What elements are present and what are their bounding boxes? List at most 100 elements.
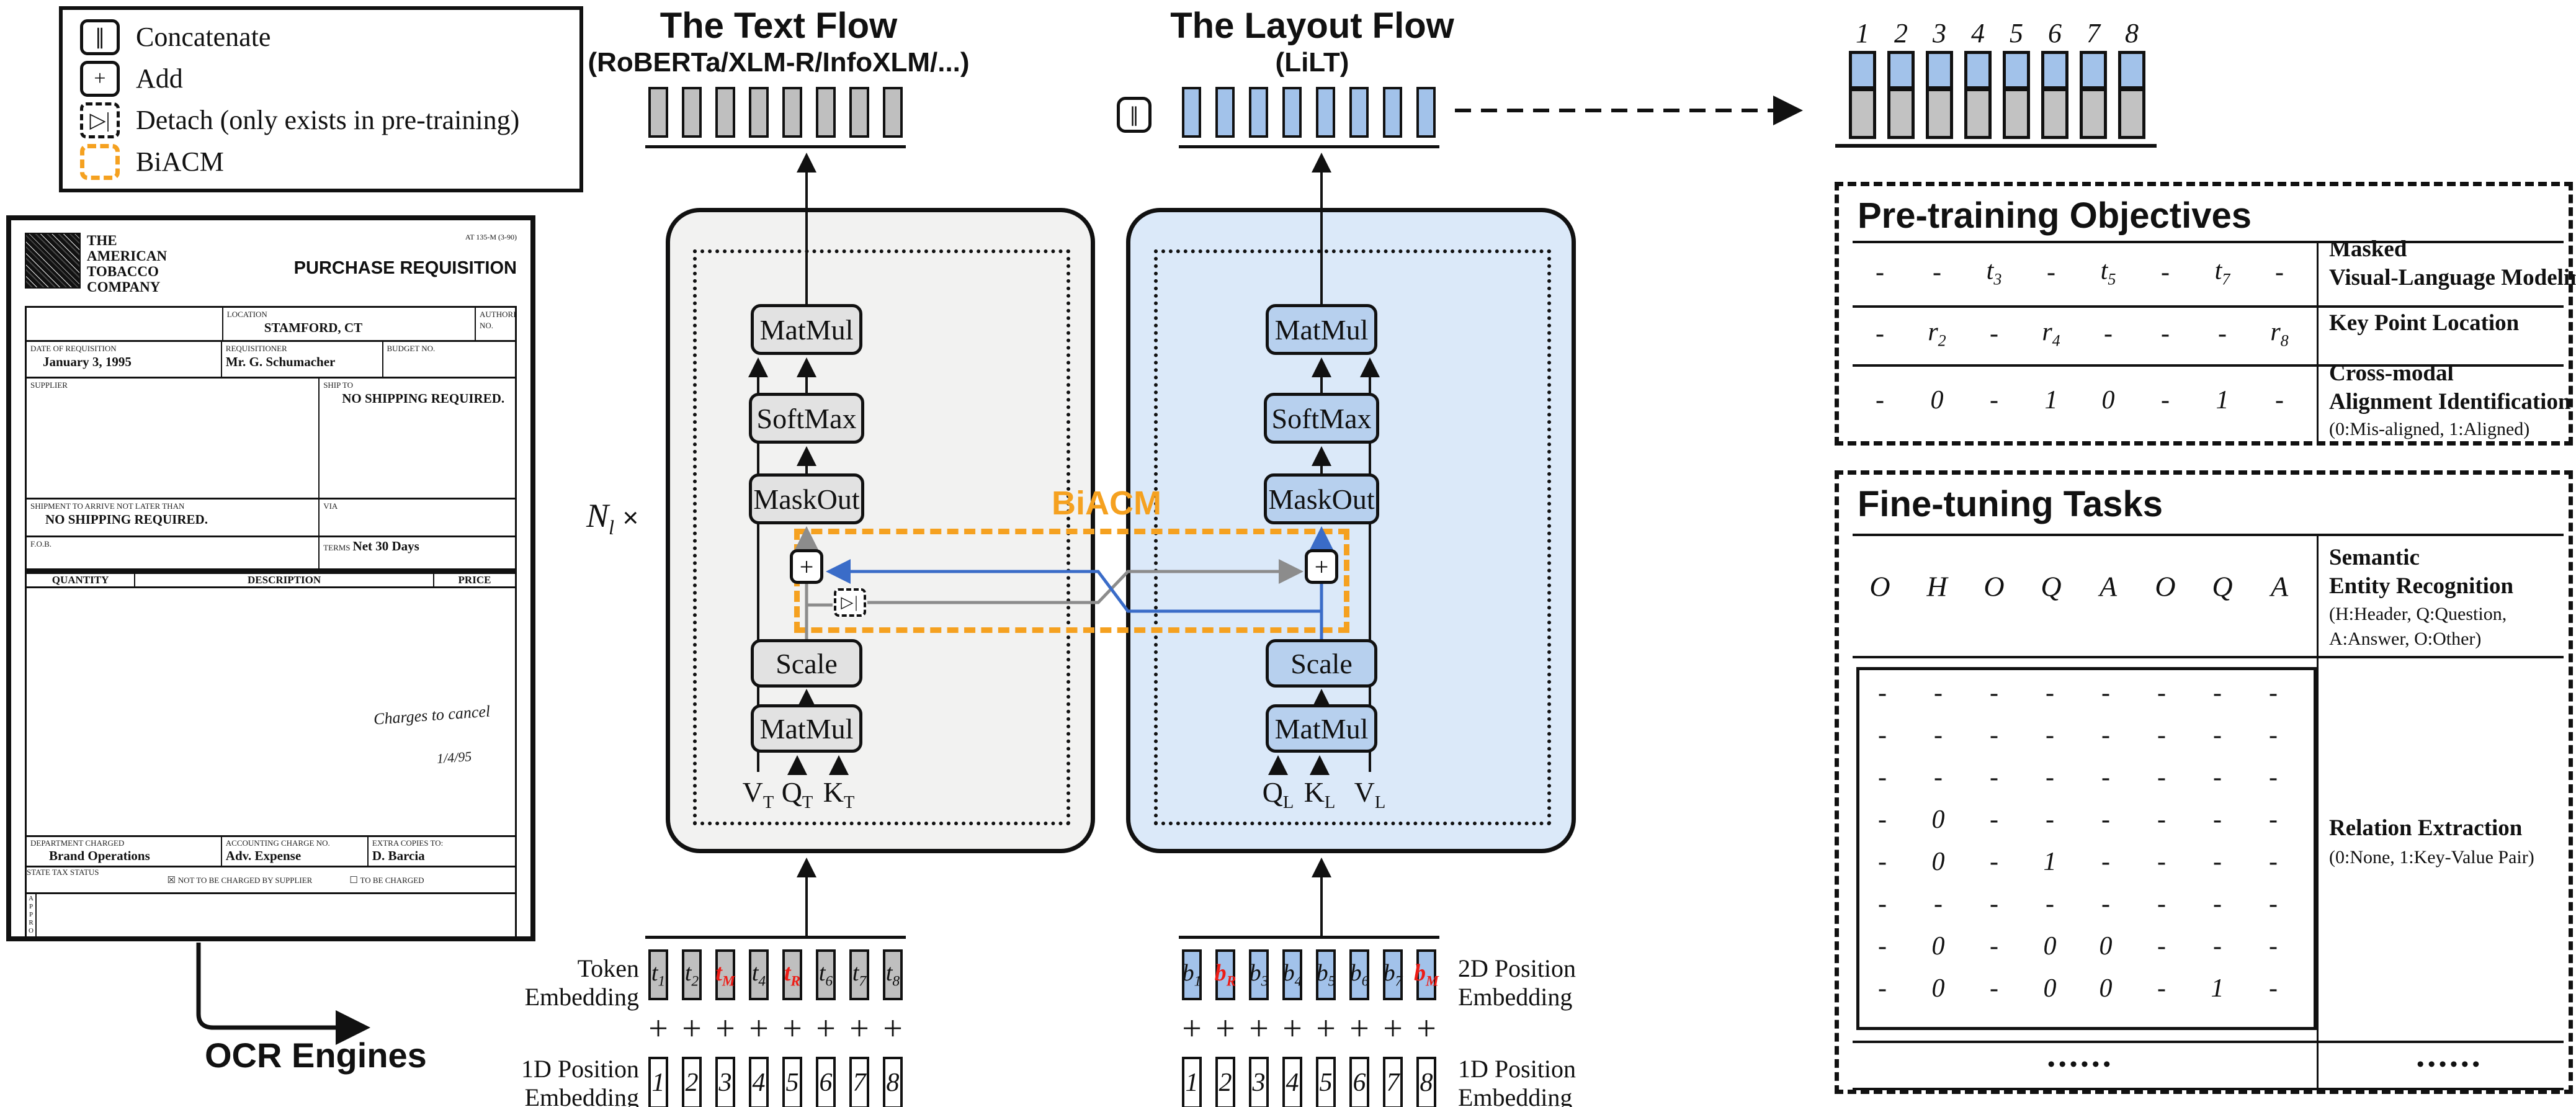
relation-matrix-cell: - <box>2213 890 2222 918</box>
relation-matrix-cell: - <box>2101 890 2110 918</box>
ser-cell: O <box>1869 570 1890 603</box>
output-token-text-part <box>2041 88 2068 139</box>
relation-matrix-cell: - <box>1990 932 1998 961</box>
pretraining-cell: - <box>1876 320 1884 348</box>
relation-matrix-cell: - <box>2269 805 2278 834</box>
relation-matrix-cell: - <box>1878 932 1887 961</box>
supplier-label: SUPPLIER <box>30 380 68 390</box>
layout-attention-dotted-box <box>1154 249 1551 825</box>
layout-embedding-plus: + <box>1215 1010 1235 1048</box>
output-token-number: 6 <box>2048 18 2062 48</box>
text-position-embedding-box: 3 <box>715 1057 735 1107</box>
layout-position-embedding-box: 4 <box>1282 1057 1302 1107</box>
relation-matrix-cell: 0 <box>2099 974 2113 1003</box>
text-embedding-plus: + <box>883 1010 903 1048</box>
output-token-column: 7 <box>2080 18 2107 139</box>
pretraining-panel: Pre-training Objectives --t3-t5-t7-Maske… <box>1835 182 2576 446</box>
pretraining-cell: - <box>2047 258 2055 287</box>
output-token-number: 7 <box>2086 18 2100 48</box>
layout-hidden-state-box <box>1215 87 1235 138</box>
layout-hidden-state-box <box>1249 87 1268 138</box>
pretraining-cell: - <box>2161 386 2170 415</box>
layout-hidden-state-box <box>1182 87 1201 138</box>
text-softmax-block: SoftMax <box>749 393 864 444</box>
arrive-value: NO SHIPPING REQUIRED. <box>45 512 208 527</box>
layout-token-underline <box>1179 145 1439 148</box>
text-k-input-label: KT <box>823 776 855 813</box>
tax-checkbox-unchecked: ☐ <box>349 875 358 885</box>
tax-checkbox-checked: ☒ <box>167 875 176 885</box>
approvals-rows <box>37 894 515 936</box>
relation-matrix-cell: 0 <box>1931 974 1945 1003</box>
relation-matrix-cell: - <box>2269 763 2278 792</box>
layout-token-embedding-box: b1 <box>1182 949 1202 1000</box>
relation-matrix-cell: - <box>2157 932 2166 961</box>
text-position-embedding-box: 5 <box>782 1057 802 1107</box>
department-label: DEPARTMENT CHARGED <box>30 838 125 848</box>
layout-position-embedding-box: 6 <box>1349 1057 1369 1107</box>
layout-k-input-label: KL <box>1304 776 1336 813</box>
pretraining-objective-label: Key Point Location <box>2329 310 2520 336</box>
layout-embedding-plus: + <box>1316 1010 1336 1048</box>
requisitioner-value: Mr. G. Schumacher <box>225 354 336 369</box>
text-position-embedding-box: 4 <box>749 1057 769 1107</box>
relation-matrix-box <box>1856 667 2317 1030</box>
ser-label: Semantic <box>2329 545 2420 570</box>
quantity-header: QUANTITY <box>27 574 136 586</box>
form-number: AT 135-M (3-90) <box>465 233 517 241</box>
layout-token-embedding-box: bM <box>1414 949 1439 1000</box>
ser-cell: A <box>2270 570 2289 603</box>
terms-value: Net 30 Days <box>352 539 419 554</box>
date-label: DATE OF REQUISITION <box>30 344 117 353</box>
layout-hidden-state-box <box>1416 87 1436 138</box>
relation-matrix-cell: - <box>2213 763 2222 792</box>
output-token-text-part <box>2003 88 2030 139</box>
text-position-embedding-box: 8 <box>883 1057 903 1107</box>
relation-matrix-cell: - <box>2101 721 2110 750</box>
relation-matrix-cell: - <box>1990 763 1998 792</box>
text-position-embedding-box: 2 <box>682 1057 702 1107</box>
ser-cell: H <box>1926 570 1948 603</box>
text-token-embedding-box: t2 <box>682 949 702 1000</box>
relation-matrix-cell: 0 <box>2099 932 2113 961</box>
layout-position-embedding-box: 3 <box>1249 1057 1269 1107</box>
relation-matrix-cell: - <box>2213 679 2222 707</box>
requisitioner-label: REQUISITIONER <box>225 344 287 353</box>
text-scale-block: Scale <box>751 639 862 688</box>
relation-matrix-cell: - <box>2213 932 2222 961</box>
terms-label: TERMS <box>323 543 351 552</box>
legend-item: ∥Concatenate <box>80 17 579 57</box>
location-value: STAMFORD, CT <box>264 320 363 335</box>
layout-add-node: + <box>1305 549 1338 584</box>
layout-hidden-state-box <box>1282 87 1302 138</box>
relation-matrix-cell: - <box>1878 679 1887 707</box>
text-embedding-plus: + <box>749 1010 769 1048</box>
relation-matrix-cell: - <box>2046 721 2054 750</box>
ser-cell: Q <box>2212 570 2233 603</box>
relation-matrix-cell: 1 <box>2211 974 2224 1003</box>
pretraining-title: Pre-training Objectives <box>1858 195 2252 236</box>
relation-matrix-cell: - <box>1934 890 1943 918</box>
accounting-label: ACCOUNTING CHARGE NO. <box>225 838 330 848</box>
layout-hidden-state-box <box>1316 87 1335 138</box>
relation-matrix-cell: - <box>2101 763 2110 792</box>
output-token-column: 1 <box>1849 18 1876 139</box>
relation-matrix-cell: 0 <box>1931 848 1945 876</box>
arrive-label: SHIPMENT TO ARRIVE NOT LATER THAN <box>30 501 185 511</box>
ser-cell: A <box>2099 570 2118 603</box>
pretraining-cell: - <box>2218 320 2227 348</box>
text-hidden-state-box <box>816 87 836 138</box>
text-v-input-label: VT <box>742 776 774 813</box>
pretraining-cell: r2 <box>1928 318 1946 350</box>
document-title: PURCHASE REQUISITION <box>293 258 517 278</box>
text-position-embedding-box: 6 <box>816 1057 836 1107</box>
output-token-column: 2 <box>1887 18 1915 139</box>
pretraining-cell: r4 <box>2042 318 2060 350</box>
relation-matrix-cell: - <box>1990 848 1998 876</box>
